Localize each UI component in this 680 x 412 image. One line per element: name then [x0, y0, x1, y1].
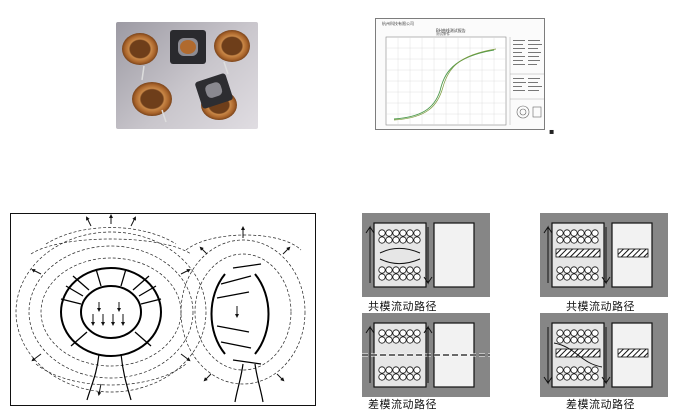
report-company: 杭州科技有限公司: [382, 21, 414, 26]
coil-cross-section-icon: [362, 322, 490, 388]
magnetic-field-lines-icon: [15, 214, 306, 403]
bh-test-report: 杭州科技有限公司 BH曲线测试报告 测试条件: [375, 18, 545, 130]
hysteresis-curve-icon: [385, 36, 544, 126]
common-mode-panel-2: [540, 213, 668, 297]
common-mode-panel-1: [362, 213, 490, 297]
differential-mode-panel-1: [362, 313, 490, 397]
differential-mode-panel-2: [540, 313, 668, 397]
magnetic-field-diagram: [10, 213, 316, 406]
mode-path-caption-4: 差模流动路径: [566, 398, 635, 411]
coil-cross-section-icon: [543, 322, 653, 388]
coil-cross-section-icon: [543, 222, 653, 288]
report-title: BH曲线测试报告: [436, 28, 466, 33]
inductor-photo: [116, 22, 258, 129]
coil-cross-section-icon: [365, 222, 475, 288]
copper-coils-icon: [122, 30, 250, 123]
corner-mark: ▪: [549, 127, 555, 136]
mode-path-caption-1: 共模流动路径: [368, 300, 437, 313]
mode-path-caption-2: 共模流动路径: [566, 300, 635, 313]
mode-path-caption-3: 差模流动路径: [368, 398, 437, 411]
report-subtitle: 测试条件: [436, 32, 450, 36]
